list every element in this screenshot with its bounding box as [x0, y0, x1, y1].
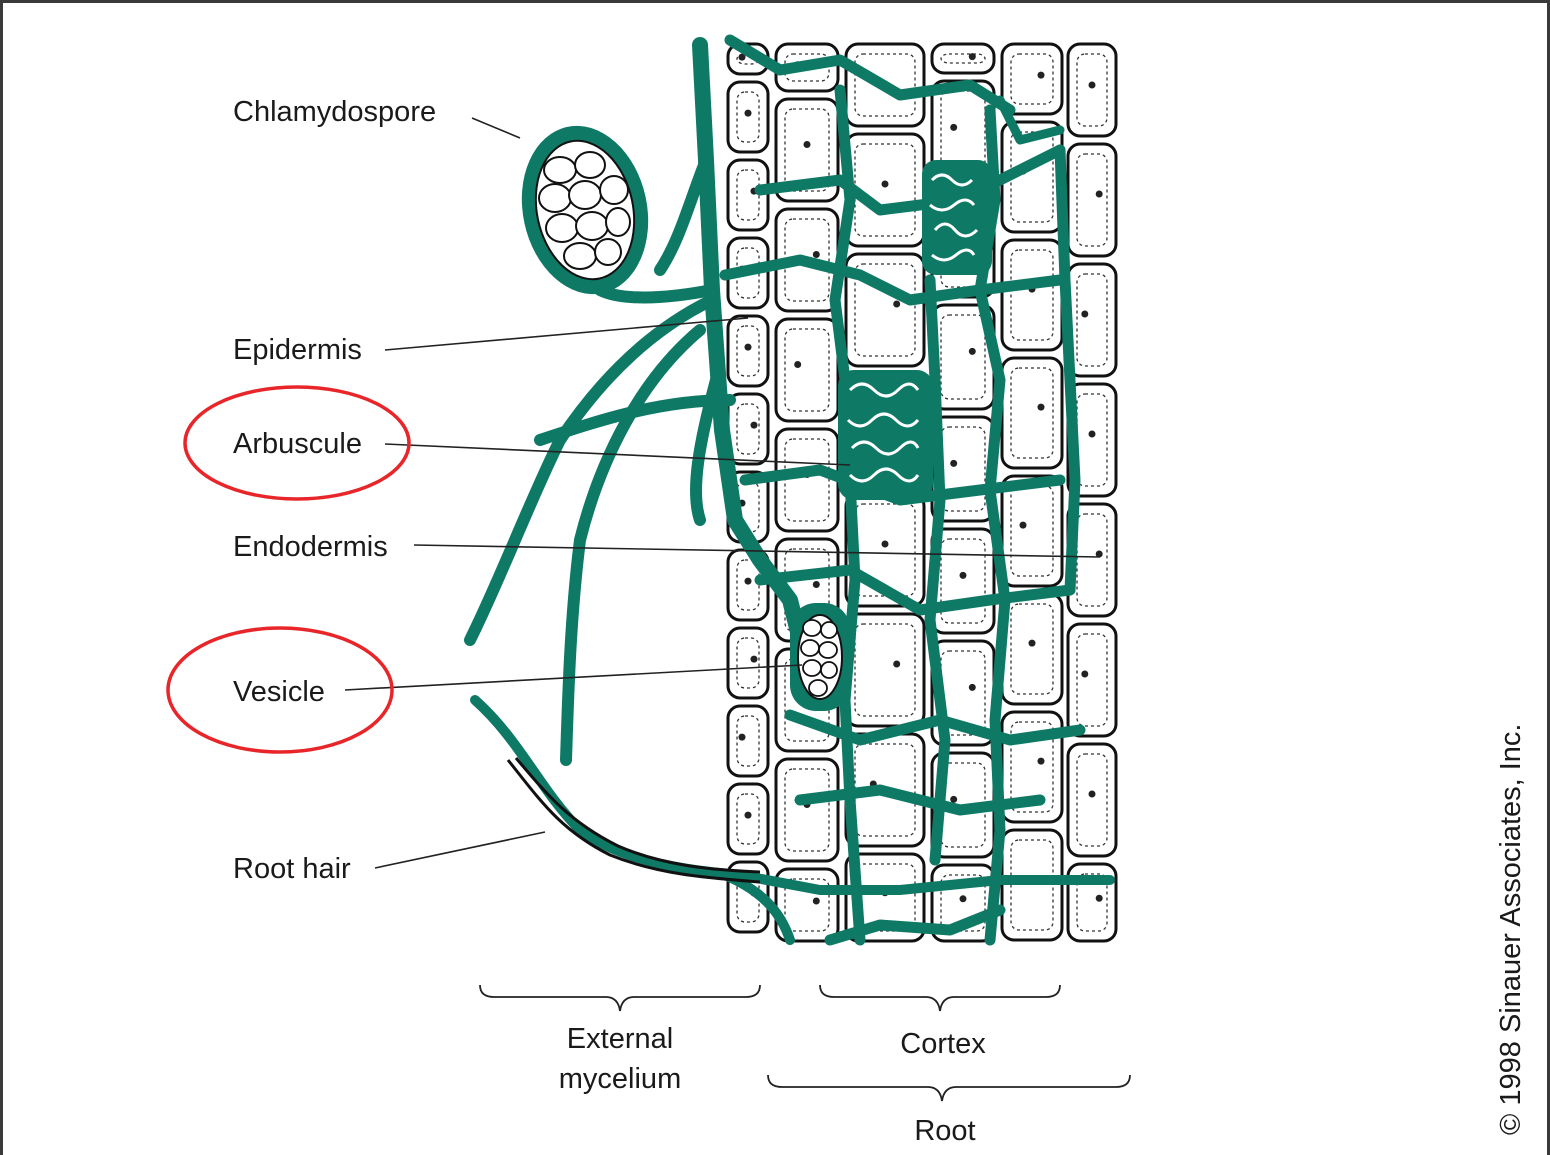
root-hair — [508, 758, 760, 882]
cell-nucleus — [950, 124, 957, 131]
root-cell — [1068, 744, 1116, 856]
label-epidermis: Epidermis — [233, 334, 362, 366]
cell-nucleus — [1089, 431, 1096, 438]
cell-nucleus — [813, 251, 820, 258]
root-cell — [1068, 44, 1116, 136]
cell-nucleus — [1096, 191, 1103, 198]
cell-nucleus — [1096, 895, 1103, 902]
brace-root — [768, 1075, 1130, 1101]
cell-nucleus — [745, 110, 752, 117]
cell-nucleus — [950, 796, 957, 803]
brace-external-mycelium — [480, 985, 760, 1011]
cell-nucleus — [882, 541, 889, 548]
cell-nucleus — [804, 141, 811, 148]
cell-nucleus — [1081, 671, 1088, 678]
root-cell — [1068, 624, 1116, 736]
copyright-notice: © 1998 Sinauer Associates, Inc. — [1495, 724, 1527, 1136]
cell-nucleus — [1038, 72, 1045, 79]
cell-nucleus — [893, 661, 900, 668]
label-root: Root — [914, 1115, 975, 1147]
label-external-line2: mycelium — [559, 1063, 681, 1095]
brace-cortex — [820, 985, 1060, 1011]
label-chlamydospore: Chlamydospore — [233, 96, 436, 128]
cell-nucleus — [1038, 758, 1045, 765]
arbuscule-lower — [838, 370, 933, 500]
cell-nucleus — [969, 684, 976, 691]
cell-nucleus — [745, 812, 752, 819]
label-external-line1: External — [567, 1023, 673, 1055]
root-cell — [1068, 144, 1116, 256]
cell-nucleus — [893, 301, 900, 308]
cell-nucleus — [950, 460, 957, 467]
label-root-hair: Root hair — [233, 853, 351, 885]
cell-nucleus — [794, 361, 801, 368]
root-cell — [1068, 264, 1116, 376]
cell-nucleus — [1020, 522, 1027, 529]
cell-nucleus — [1081, 311, 1088, 318]
cell-nucleus — [745, 344, 752, 351]
chlamydospore — [507, 114, 664, 306]
cell-nucleus — [960, 572, 967, 579]
cell-nucleus — [969, 53, 976, 60]
cell-nucleus — [813, 581, 820, 588]
label-endodermis: Endodermis — [233, 531, 388, 563]
cell-nucleus — [813, 898, 820, 905]
cell-nucleus — [1089, 791, 1096, 798]
cell-nucleus — [1029, 640, 1036, 647]
arbuscule-upper — [922, 160, 992, 275]
cell-nucleus — [969, 348, 976, 355]
label-arbuscule: Arbuscule — [233, 428, 362, 460]
vesicle — [790, 603, 850, 711]
label-vesicle: Vesicle — [233, 676, 325, 708]
cell-nucleus — [882, 181, 889, 188]
root-cell — [846, 614, 924, 726]
label-cortex: Cortex — [900, 1028, 986, 1060]
cell-nucleus — [739, 734, 746, 741]
cell-nucleus — [745, 578, 752, 585]
cell-nucleus — [960, 895, 967, 902]
cell-nucleus — [1089, 82, 1096, 89]
cell-nucleus — [751, 422, 758, 429]
cell-nucleus — [751, 656, 758, 663]
cell-nucleus — [1038, 404, 1045, 411]
